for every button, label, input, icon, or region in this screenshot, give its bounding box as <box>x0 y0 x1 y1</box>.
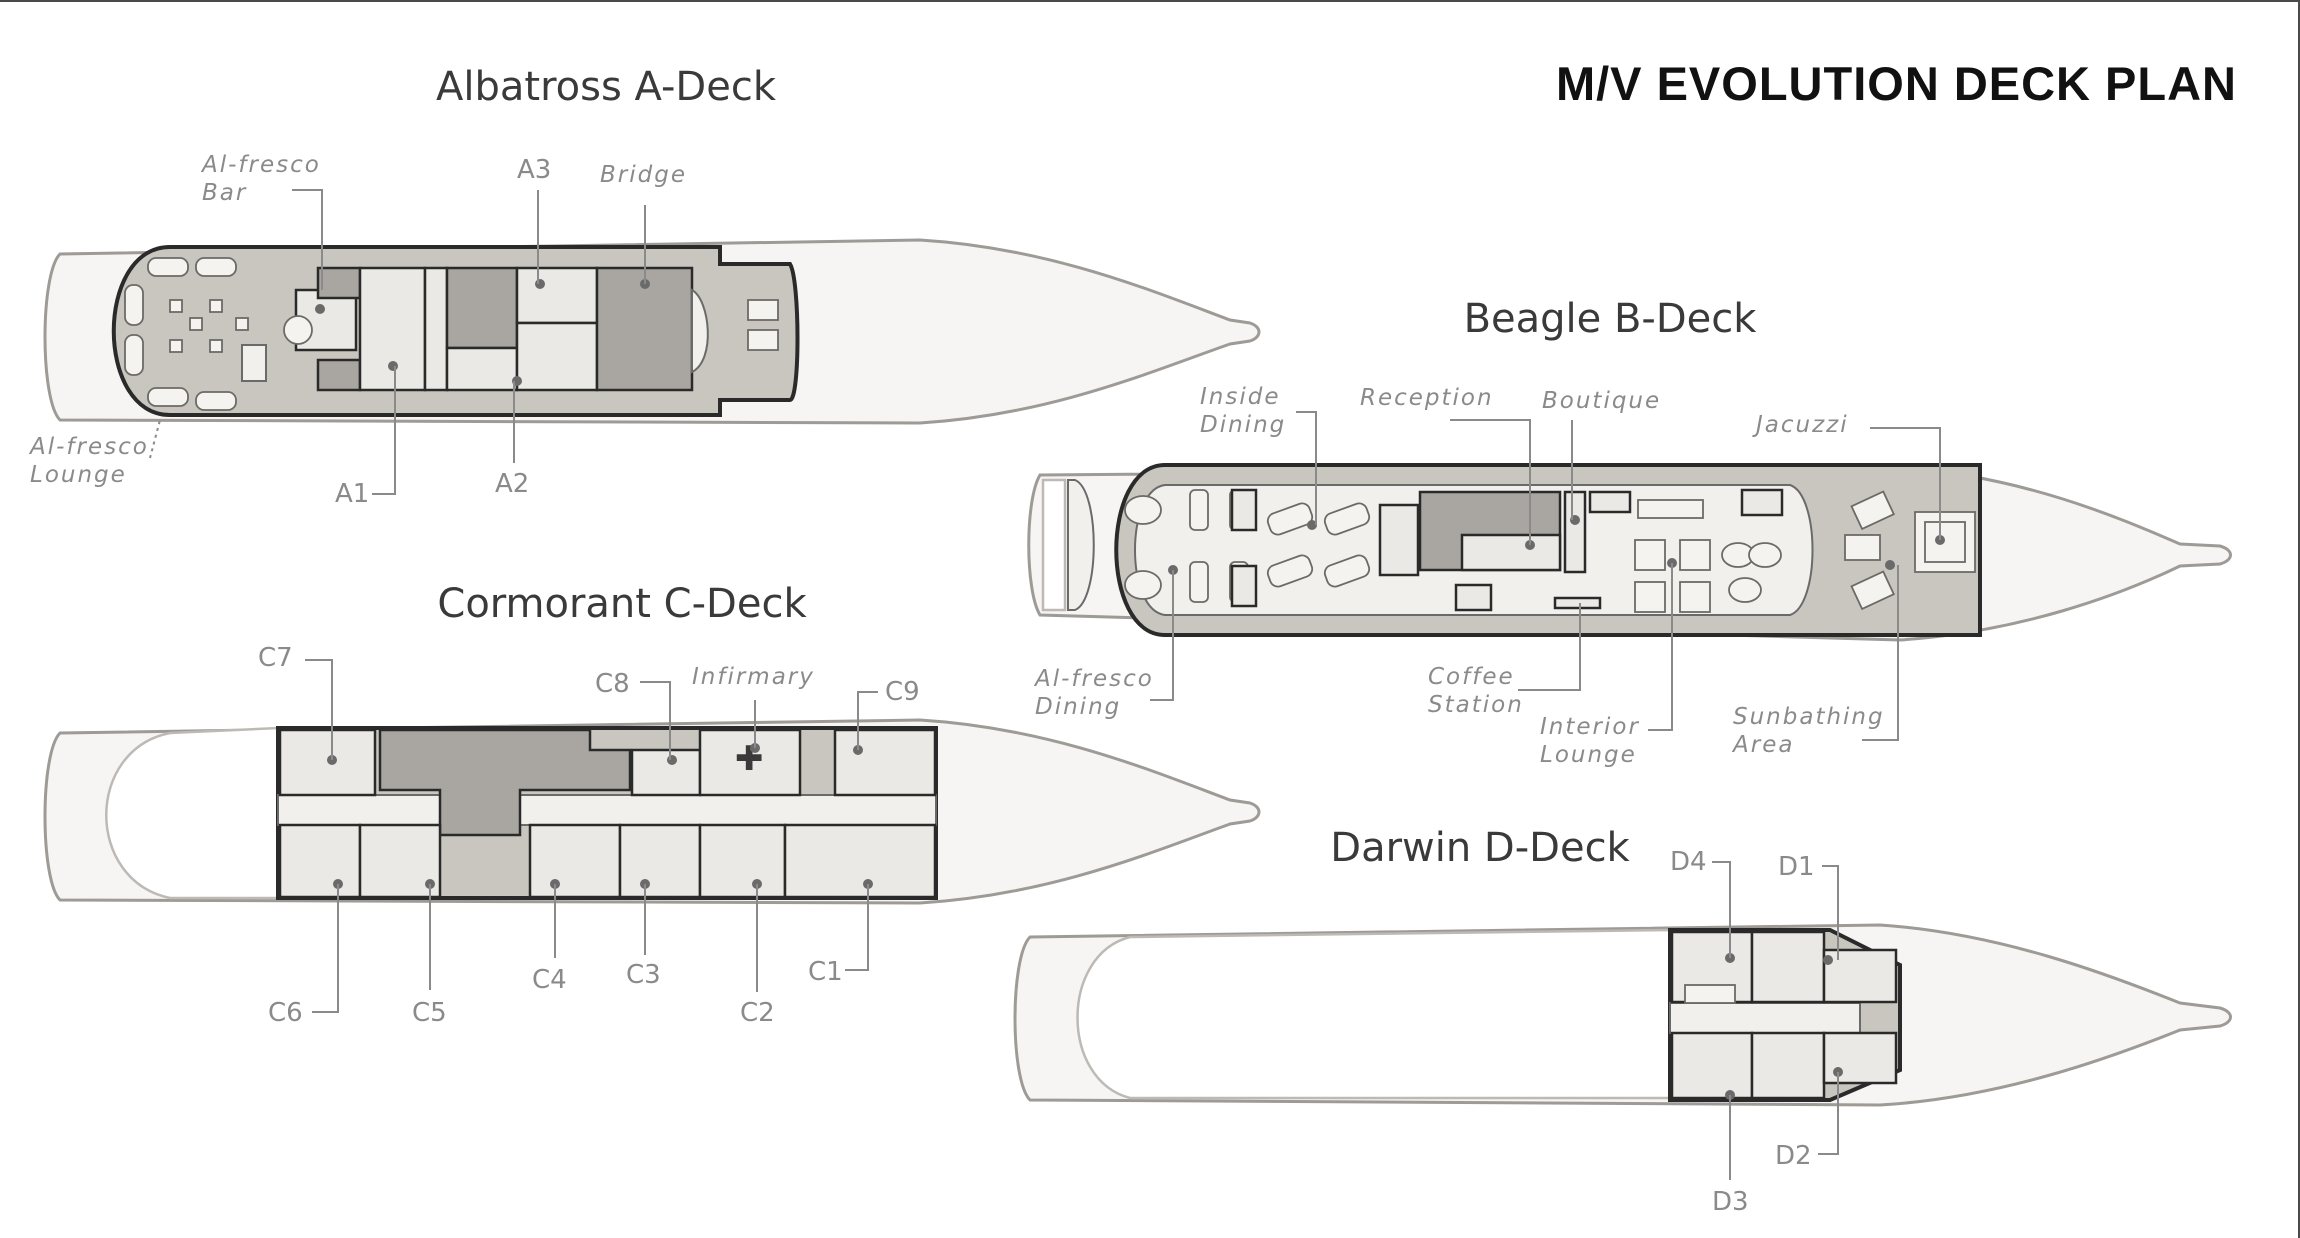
main-title: M/V EVOLUTION DECK PLAN <box>1556 57 2237 110</box>
deck-b-plan <box>1027 463 2232 642</box>
label-cabin-a1: A1 <box>335 479 369 509</box>
deck-d-plan <box>1013 923 2232 1107</box>
label-cabin-a3: A3 <box>517 155 551 185</box>
cabin-c9-room <box>833 728 937 797</box>
cabin-c1-room <box>783 823 937 899</box>
label-cabin-c7: C7 <box>258 643 293 673</box>
cabin-a2-room <box>515 321 599 392</box>
label-boutique: Boutique <box>1542 388 1661 414</box>
infirmary-room <box>698 728 802 797</box>
cabin-c8-room <box>630 748 702 797</box>
cabin-c4-room <box>528 823 622 899</box>
label-alfresco-bar-2: Bar <box>202 180 247 206</box>
deck-b-labels: Inside Dining Reception Boutique Jacuzzi… <box>1033 384 1941 768</box>
alfresco-lounge-seating <box>124 257 267 411</box>
label-cabin-a2: A2 <box>495 469 529 499</box>
label-jacuzzi: Jacuzzi <box>1752 412 1849 438</box>
cabin-d3-room <box>1670 1031 1754 1100</box>
top-border <box>0 0 2300 2</box>
deck-c-labels: C7 C8 Infirmary C9 C6 C5 C4 C3 C2 C1 <box>258 643 920 1028</box>
cabin-c2-room <box>698 823 787 899</box>
deck-c-plan: ✚ <box>43 718 1261 905</box>
label-sunbathing-area-1: Sunbathing <box>1733 704 1885 730</box>
inside-dining-tables <box>1266 502 1371 588</box>
deck-a-labels: Al-fresco Bar Bridge A3 Al-fresco Lounge… <box>28 152 687 509</box>
cabin-a3-room <box>515 266 599 325</box>
label-alfresco-lounge-1: Al-fresco <box>28 434 149 460</box>
label-interior-lounge-2: Lounge <box>1540 742 1637 768</box>
label-inside-dining-2: Dining <box>1200 412 1286 438</box>
label-cabin-c1: C1 <box>808 957 843 987</box>
deck-a-title: Albatross A-Deck <box>436 64 777 110</box>
label-infirmary: Infirmary <box>692 664 815 690</box>
label-inside-dining-1: Inside <box>1200 384 1280 410</box>
label-cabin-c4: C4 <box>532 965 567 995</box>
label-cabin-d1: D1 <box>1778 852 1815 882</box>
deck-c-title: Cormorant C-Deck <box>437 581 807 627</box>
cabin-d1-room <box>1822 948 1898 1004</box>
label-cabin-d2: D2 <box>1775 1141 1812 1171</box>
label-sunbathing-area-2: Area <box>1731 732 1794 758</box>
label-cabin-d3: D3 <box>1712 1187 1749 1217</box>
label-interior-lounge-1: Interior <box>1540 714 1640 740</box>
label-coffee-station-1: Coffee <box>1428 664 1515 690</box>
label-reception: Reception <box>1360 385 1494 411</box>
label-cabin-c2: C2 <box>740 998 775 1028</box>
interior-lounge-seating <box>1634 499 1782 613</box>
cabin-c6-room <box>278 823 362 899</box>
label-alfresco-lounge-2: Lounge <box>30 462 127 488</box>
label-coffee-station-2: Station <box>1428 692 1524 718</box>
deck-d-labels: D4 D1 D2 D3 <box>1670 847 1839 1217</box>
label-alfresco-bar-1: Al-fresco <box>200 152 321 178</box>
cabin-a1-room <box>358 266 427 392</box>
label-cabin-c5: C5 <box>412 998 447 1028</box>
cabin-c7-room <box>278 728 377 797</box>
infirmary-cross-icon: ✚ <box>735 739 764 779</box>
label-cabin-c9: C9 <box>885 677 920 707</box>
sun-loungers <box>1844 490 1896 611</box>
deck-d-title: Darwin D-Deck <box>1330 825 1630 871</box>
cabin-c3-room <box>618 823 702 899</box>
label-alfresco-dining-1: Al-fresco <box>1033 666 1154 692</box>
label-cabin-c8: C8 <box>595 669 630 699</box>
label-bridge: Bridge <box>600 162 687 188</box>
label-cabin-c6: C6 <box>268 998 303 1028</box>
label-cabin-d4: D4 <box>1670 847 1707 877</box>
deck-a-plan <box>43 238 1261 425</box>
deck-b-title: Beagle B-Deck <box>1464 296 1758 342</box>
right-border <box>2298 0 2300 1238</box>
label-alfresco-dining-2: Dining <box>1035 694 1121 720</box>
label-cabin-c3: C3 <box>626 960 661 990</box>
